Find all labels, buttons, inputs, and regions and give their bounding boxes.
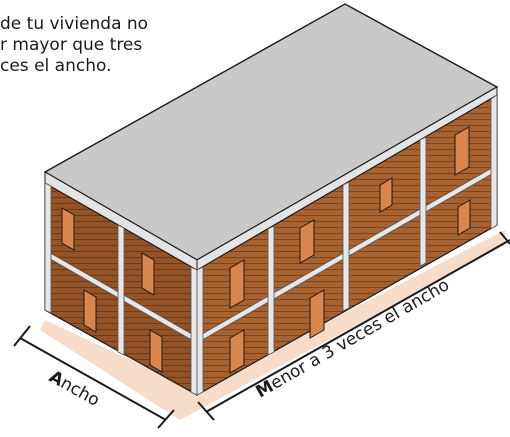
length-dimension — [197, 231, 510, 421]
end-wall-windows — [61, 207, 163, 373]
long-wall-columns — [196, 94, 498, 396]
instruction-text: de tu vivienda no r mayor que tres ces e… — [0, 14, 149, 76]
width-label: Ancho — [46, 367, 103, 411]
width-dimension — [13, 325, 175, 429]
long-wall-windows — [229, 126, 471, 374]
